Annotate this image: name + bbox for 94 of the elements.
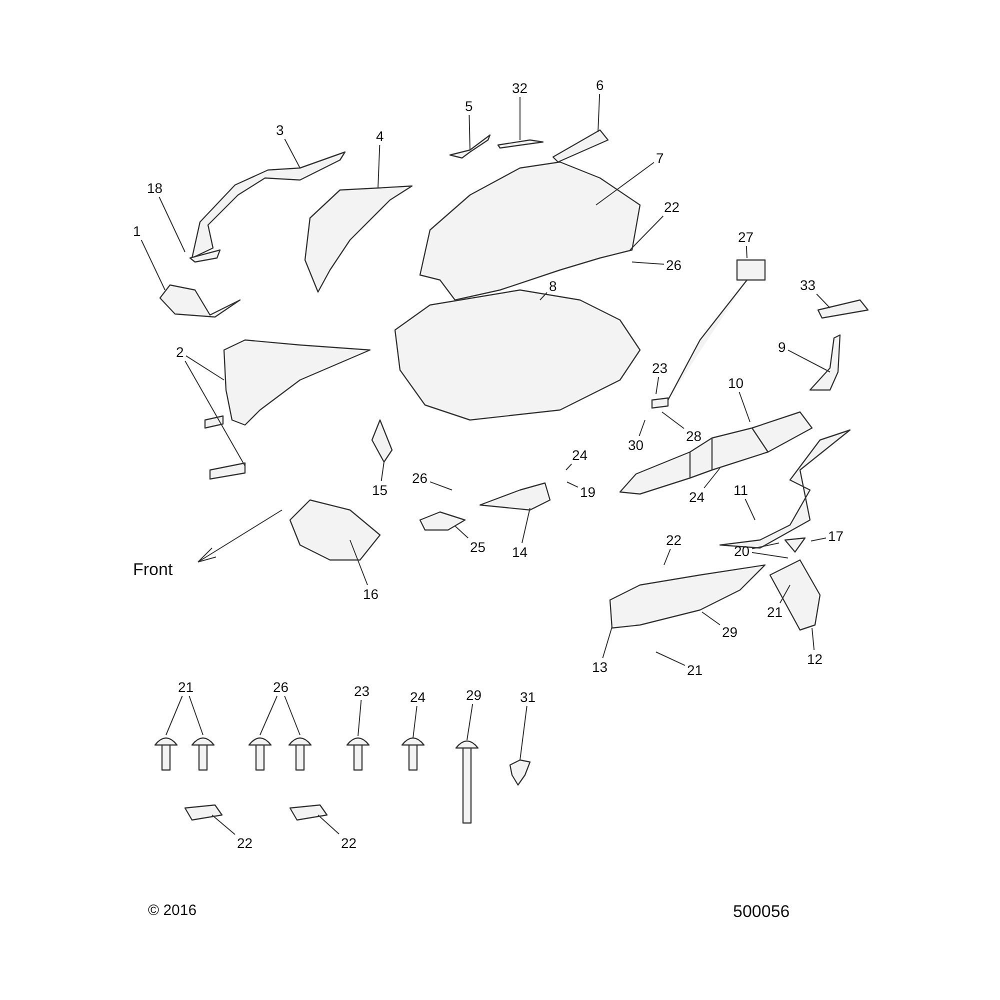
leader-line (158, 196, 186, 252)
leader-line (184, 360, 246, 466)
leader-line (746, 246, 748, 258)
callout-number: 21 (766, 604, 784, 620)
callout-number: 21 (177, 679, 195, 695)
callout-number: 24 (571, 447, 589, 463)
leader-line (810, 538, 826, 542)
callout-number: 33 (799, 277, 817, 293)
callout-number: 4 (375, 128, 385, 144)
callout-number: 31 (519, 689, 537, 705)
callout-number: 22 (340, 835, 358, 851)
callout-number: 22 (236, 835, 254, 851)
leader-line (166, 696, 183, 736)
callout-number: 24 (409, 689, 427, 705)
callout-number: 12 (806, 651, 824, 667)
leader-line (380, 462, 384, 482)
leader-line (188, 696, 204, 736)
callout-number: 7 (655, 150, 665, 166)
callout-number: 24 (688, 489, 706, 505)
leader-line (540, 292, 548, 300)
callout-number: 5 (464, 98, 474, 114)
callout-number: 16 (362, 586, 380, 602)
leader-line (738, 392, 750, 422)
leader-line (656, 652, 686, 666)
leader-line (186, 355, 224, 380)
leader-line (140, 240, 166, 290)
callout-number: 26 (272, 679, 290, 695)
copyright-note: © 2016 (148, 902, 197, 919)
leader-line (812, 628, 815, 650)
leader-line (454, 526, 469, 538)
leader-line (430, 481, 452, 490)
leader-line (788, 350, 830, 372)
callout-number: 22 (665, 532, 683, 548)
leader-line (664, 548, 671, 566)
leader-line (358, 700, 362, 736)
leader-line (318, 814, 340, 834)
callout-number: 2 (175, 344, 185, 360)
callout-number: 15 (371, 482, 389, 498)
callout-number: 26 (411, 470, 429, 486)
leader-line (350, 540, 368, 586)
leader-line (744, 498, 756, 520)
callout-number: 23 (651, 360, 669, 376)
callout-number: 28 (685, 428, 703, 444)
callout-number: 29 (721, 624, 739, 640)
callout-number: 11 (732, 482, 750, 498)
callout-number: 26 (665, 257, 683, 273)
leader-line (566, 482, 578, 488)
leader-line (596, 162, 654, 206)
callout-number: 13 (591, 659, 609, 675)
callout-number: 18 (146, 180, 164, 196)
callout-number: 10 (727, 375, 745, 391)
leader-line (466, 704, 474, 740)
callout-number: 17 (827, 528, 845, 544)
callout-number: 32 (511, 80, 529, 96)
callout-number: 29 (465, 687, 483, 703)
callout-number: 21 (686, 662, 704, 678)
leader-line (522, 508, 530, 544)
leader-line (468, 114, 470, 150)
leader-line (598, 94, 600, 132)
callout-number: 1 (132, 223, 142, 239)
callout-number: 9 (777, 339, 787, 355)
leader-line (702, 612, 720, 626)
leader-line (260, 696, 278, 736)
callout-number: 14 (511, 544, 529, 560)
callout-number: 6 (595, 77, 605, 93)
drawing-number: 500056 (733, 902, 790, 922)
callout-number: 20 (733, 543, 751, 559)
leader-line (780, 584, 790, 604)
leader-line (752, 552, 788, 558)
leader-line (638, 420, 646, 436)
leader-line (566, 464, 572, 470)
leader-line (816, 294, 830, 308)
leader-line (520, 706, 528, 760)
callout-number: 3 (275, 122, 285, 138)
direction-label: Front (133, 560, 173, 580)
leader-line (212, 814, 236, 835)
callout-number: 23 (353, 683, 371, 699)
leader-line (630, 216, 664, 250)
callout-number: 25 (469, 539, 487, 555)
leader-line (284, 138, 300, 168)
callout-number: 19 (579, 484, 597, 500)
leader-line (662, 412, 684, 429)
callout-number: 30 (627, 437, 645, 453)
callout-number: 8 (548, 278, 558, 294)
callout-number: 27 (737, 229, 755, 245)
leader-line (412, 706, 418, 738)
leader-line (632, 262, 664, 265)
leader-line (378, 144, 380, 188)
leader-line (602, 626, 612, 658)
leader-line (284, 696, 300, 736)
leader-line (704, 468, 720, 488)
callout-number: 22 (663, 199, 681, 215)
leader-line (752, 542, 780, 550)
leader-line (656, 376, 660, 394)
